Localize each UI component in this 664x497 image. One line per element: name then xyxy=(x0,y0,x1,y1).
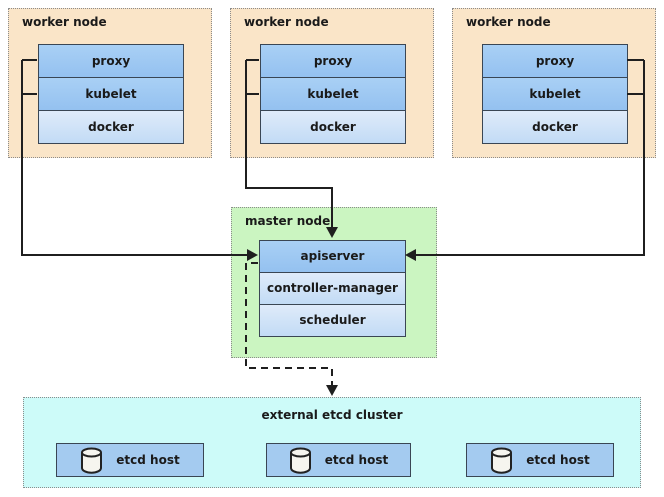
component-proxy: proxy xyxy=(260,44,406,78)
component-docker: docker xyxy=(482,110,628,144)
component-kubelet: kubelet xyxy=(38,77,184,111)
etcd-host-1: etcd host xyxy=(56,443,204,477)
master-node: master node apiserver controller-manager… xyxy=(231,207,437,358)
component-apiserver: apiserver xyxy=(259,240,406,273)
component-proxy: proxy xyxy=(38,44,184,78)
component-controller-manager: controller-manager xyxy=(259,272,406,305)
master-node-components: apiserver controller-manager scheduler xyxy=(259,240,406,337)
database-icon xyxy=(289,447,311,474)
etcd-host-label: etcd host xyxy=(324,453,389,467)
worker-node-2-components: proxy kubelet docker xyxy=(260,44,406,144)
worker-node-2-title: worker node xyxy=(244,15,329,29)
database-icon xyxy=(491,447,513,474)
component-kubelet: kubelet xyxy=(482,77,628,111)
etcd-host-label: etcd host xyxy=(526,453,590,467)
database-icon xyxy=(81,447,103,474)
etcd-host-2: etcd host xyxy=(266,443,411,477)
etcd-host-label: etcd host xyxy=(116,453,180,467)
worker-node-1-components: proxy kubelet docker xyxy=(38,44,184,144)
etcd-cluster-title: external etcd cluster xyxy=(261,408,403,422)
worker-node-3-components: proxy kubelet docker xyxy=(482,44,628,144)
worker-node-1-title: worker node xyxy=(22,15,107,29)
component-docker: docker xyxy=(260,110,406,144)
worker-node-2: worker node proxy kubelet docker xyxy=(230,8,434,158)
component-docker: docker xyxy=(38,110,184,144)
master-node-title: master node xyxy=(245,214,331,228)
worker-node-3: worker node proxy kubelet docker xyxy=(452,8,656,158)
component-proxy: proxy xyxy=(482,44,628,78)
worker-node-1: worker node proxy kubelet docker xyxy=(8,8,212,158)
component-scheduler: scheduler xyxy=(259,304,406,337)
component-kubelet: kubelet xyxy=(260,77,406,111)
worker-node-3-title: worker node xyxy=(466,15,551,29)
external-etcd-cluster: external etcd cluster etcd host etcd hos… xyxy=(23,397,641,488)
etcd-host-3: etcd host xyxy=(466,443,614,477)
